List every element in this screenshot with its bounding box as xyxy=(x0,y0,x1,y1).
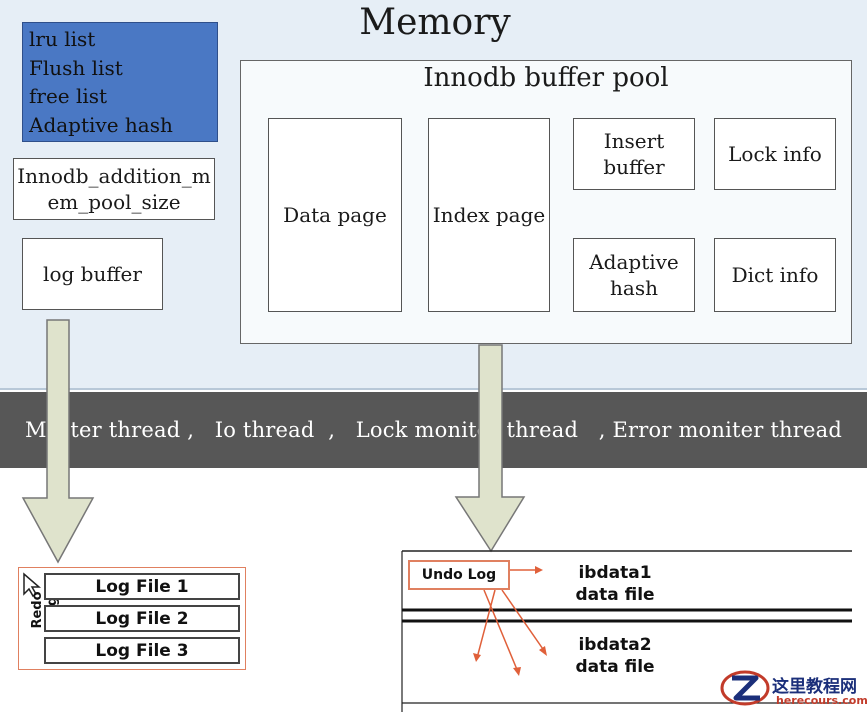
list-item-lru: lru list xyxy=(29,27,96,51)
addition-mem-pool-box: Innodb_addition_m em_pool_size xyxy=(13,158,215,220)
data-page-label: Data page xyxy=(283,203,387,227)
lock-info-label: Lock info xyxy=(728,142,822,166)
thread-list-label: Master thread , Io thread , Lock moniter… xyxy=(24,418,843,442)
data-page-box: Data page xyxy=(268,118,402,312)
log-buffer-box: log buffer xyxy=(22,238,163,310)
adaptive-hash-line1: Adaptive xyxy=(589,250,679,274)
dict-info-label: Dict info xyxy=(731,263,819,287)
down-arrow-left xyxy=(21,319,95,564)
insert-buffer-box: Insert buffer xyxy=(573,118,695,190)
cursor-icon xyxy=(23,572,42,598)
ibdata2-label: ibdata2 data file xyxy=(560,634,670,678)
watermark-en: herecours.com xyxy=(776,694,867,707)
insert-buffer-line1: Insert xyxy=(603,129,665,153)
lock-info-box: Lock info xyxy=(714,118,836,190)
log-buffer-label: log buffer xyxy=(43,262,142,286)
log-file-1: Log File 1 xyxy=(44,573,240,600)
thread-band: Master thread , Io thread , Lock moniter… xyxy=(0,392,867,468)
watermark-cn: 这里教程网 xyxy=(772,677,857,697)
memory-lists-box: lru list Flush list free list Adaptive h… xyxy=(22,22,218,142)
list-item-free: free list xyxy=(29,84,108,108)
list-item-flush: Flush list xyxy=(29,55,123,80)
ibdata1-name: ibdata1 xyxy=(578,563,652,583)
buffer-pool-title: Innodb buffer pool xyxy=(423,63,669,93)
insert-buffer-line2: buffer xyxy=(603,155,665,179)
log-file-2: Log File 2 xyxy=(44,605,240,632)
addition-mem-pool-line1: Innodb_addition_m xyxy=(17,164,211,188)
addition-mem-pool-line2: em_pool_size xyxy=(47,190,181,214)
index-page-box: Index page xyxy=(428,118,550,312)
z-logo-icon xyxy=(720,670,770,706)
undo-log-box: Undo Log xyxy=(408,560,510,590)
ibdata2-type: data file xyxy=(575,657,655,678)
adaptive-hash-box: Adaptive hash xyxy=(573,238,695,312)
ibdata2-name: ibdata2 xyxy=(578,635,652,655)
adaptive-hash-line2: hash xyxy=(610,276,658,300)
ibdata1-label: ibdata1 data file xyxy=(560,562,670,606)
memory-title: Memory xyxy=(359,2,511,43)
ibdata1-type: data file xyxy=(575,585,655,606)
list-item-adaptive-hash: Adaptive hash xyxy=(29,112,173,137)
dict-info-box: Dict info xyxy=(714,238,836,312)
log-file-3: Log File 3 xyxy=(44,637,240,664)
index-page-label: Index page xyxy=(432,203,546,227)
down-arrow-right xyxy=(454,344,526,553)
